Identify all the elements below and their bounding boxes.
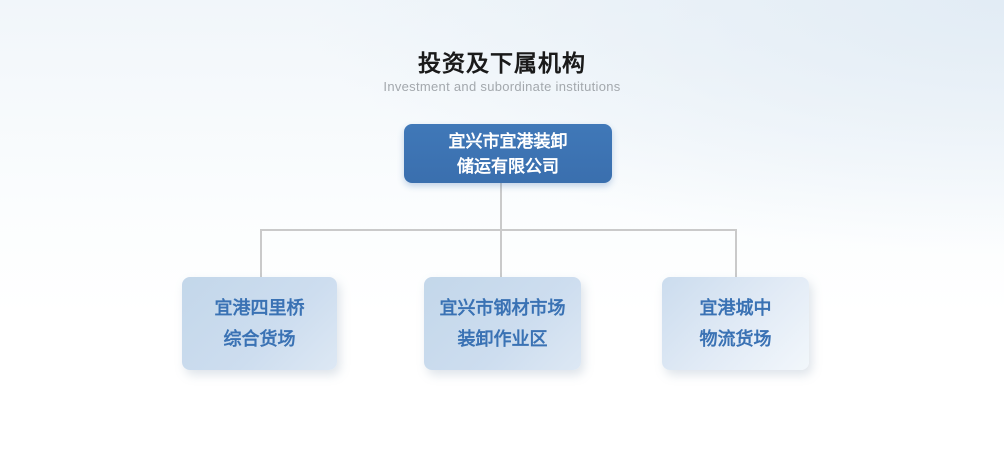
org-node-child-1-line2: 综合货场 (223, 328, 296, 349)
connector-drop-left (260, 231, 262, 278)
org-node-child-3-line2: 物流货场 (699, 328, 772, 349)
org-node-child-1-line1: 宜港四里桥 (214, 297, 305, 318)
org-node-child-2-line1: 宜兴市钢材市场 (439, 297, 566, 318)
page-subtitle: Investment and subordinate institutions (383, 79, 621, 94)
org-node-child-3-line1: 宜港城中 (699, 297, 772, 318)
org-node-child-2: 宜兴市钢材市场 装卸作业区 (424, 277, 581, 370)
org-node-child-3: 宜港城中 物流货场 (662, 277, 809, 370)
org-node-child-1: 宜港四里桥 综合货场 (182, 277, 337, 370)
org-node-root: 宜兴市宜港装卸 储运有限公司 (404, 124, 612, 183)
connector-root-stem (500, 183, 502, 231)
org-node-root-line1: 宜兴市宜港装卸 (448, 131, 568, 151)
connector-drop-middle (500, 231, 502, 278)
connector-drop-right (735, 231, 737, 278)
page-title: 投资及下属机构 (418, 50, 586, 76)
org-node-root-line2: 储运有限公司 (457, 156, 559, 176)
org-node-child-2-line2: 装卸作业区 (457, 328, 548, 349)
connector-horizontal-line (260, 229, 737, 231)
